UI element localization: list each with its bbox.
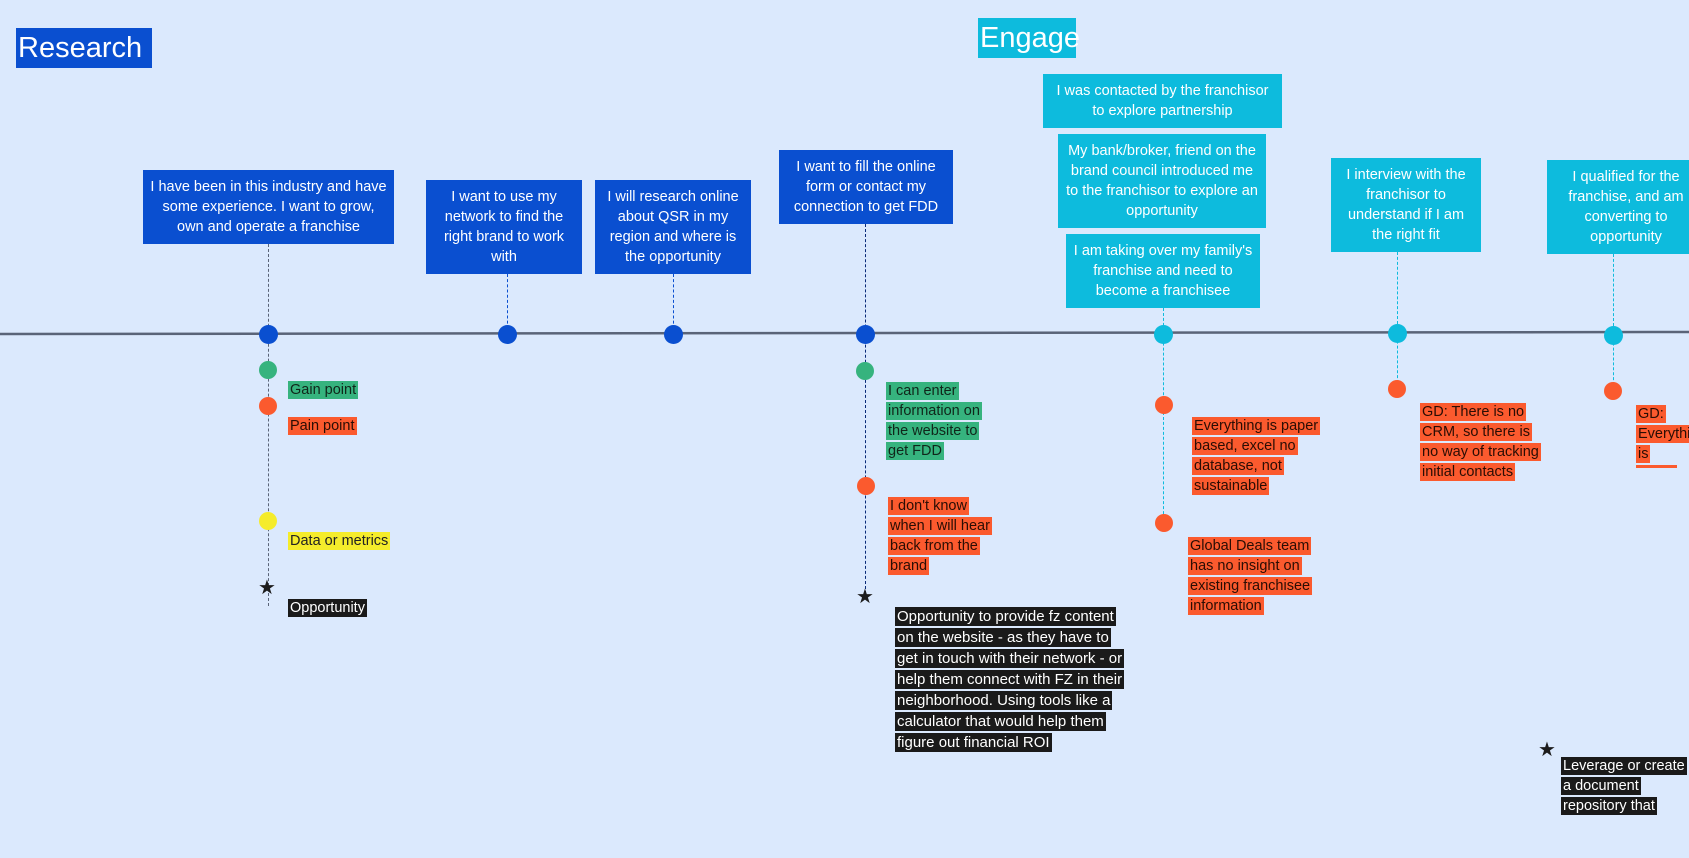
pain-point-dot: [1388, 380, 1406, 398]
note-fill-gain[interactable]: I can enter information on the website t…: [886, 361, 996, 461]
legend-pain-text: Pain point: [288, 417, 357, 435]
gain-point-dot: [259, 361, 277, 379]
legend-opportunity-text: Opportunity: [288, 599, 367, 617]
milestone-dot-engage[interactable]: [1154, 325, 1173, 344]
note-text: I can enter information on the website t…: [886, 382, 982, 460]
gain-point-dot: [856, 362, 874, 380]
card-industry-experience[interactable]: I have been in this industry and have so…: [143, 170, 394, 244]
star-icon: ★: [856, 586, 874, 608]
connector-engage: [1163, 308, 1164, 524]
milestone-dot-qualified[interactable]: [1604, 326, 1623, 345]
data-metrics-dot: [259, 512, 277, 530]
note-text: Everything is paper based, excel no data…: [1192, 417, 1321, 495]
legend-opportunity-label[interactable]: Opportunity: [288, 578, 367, 618]
note-text: Leverage or create a document repository…: [1561, 757, 1687, 816]
note-fill-opportunity[interactable]: Opportunity to provide fz content on the…: [895, 585, 1127, 753]
legend-pain-label[interactable]: Pain point: [288, 396, 357, 436]
note-engage-pain-1[interactable]: Everything is paper based, excel no data…: [1192, 396, 1322, 496]
card-text: My bank/broker, friend on the brand coun…: [1066, 143, 1258, 219]
note-engage-pain-2[interactable]: Global Deals team has no insight on exis…: [1188, 516, 1314, 616]
milestone-dot-research[interactable]: [664, 325, 683, 344]
connector-industry: [268, 244, 269, 606]
note-text: I don't know when I will hear back from …: [888, 497, 992, 575]
note-text: Global Deals team has no insight on exis…: [1188, 537, 1313, 615]
note-qualified-pain[interactable]: GD: Everything is paper based, excel no …: [1636, 384, 1689, 468]
note-interview-pain[interactable]: GD: There is no CRM, so there is no way …: [1420, 382, 1550, 482]
card-text: I have been in this industry and have so…: [150, 179, 387, 235]
frame-title-engage[interactable]: Engage: [978, 18, 1080, 58]
card-text: I want to use my network to find the rig…: [443, 189, 565, 265]
card-text: I qualified for the franchise, and am co…: [1568, 169, 1684, 245]
connector-interview: [1397, 252, 1398, 388]
pain-point-dot: [259, 397, 277, 415]
connector-qualified: [1613, 254, 1614, 390]
card-text: I was contacted by the franchisor to exp…: [1056, 83, 1269, 119]
note-text: GD: There is no CRM, so there is no way …: [1420, 403, 1541, 481]
milestone-dot-industry[interactable]: [259, 325, 278, 344]
pain-point-dot: [1604, 382, 1622, 400]
card-text: I interview with the franchisor to under…: [1346, 167, 1466, 243]
card-text: I am taking over my family's franchise a…: [1073, 243, 1253, 299]
milestone-dot-interview[interactable]: [1388, 324, 1407, 343]
star-icon: ★: [1538, 739, 1556, 761]
card-interview-franchisor[interactable]: I interview with the franchisor to under…: [1331, 158, 1481, 252]
note-fill-pain[interactable]: I don't know when I will hear back from …: [888, 476, 998, 576]
connector-network: [507, 274, 508, 334]
milestone-dot-fill-form[interactable]: [856, 325, 875, 344]
card-contacted-by-franchisor[interactable]: I was contacted by the franchisor to exp…: [1043, 74, 1282, 128]
card-qualified-franchise[interactable]: I qualified for the franchise, and am co…: [1547, 160, 1689, 254]
frame-title-research[interactable]: Research: [16, 28, 152, 68]
card-family-franchise[interactable]: I am taking over my family's franchise a…: [1066, 234, 1260, 308]
card-introduced-by-bank[interactable]: My bank/broker, friend on the brand coun…: [1058, 134, 1266, 228]
legend-data-label[interactable]: Data or metrics: [288, 511, 391, 551]
pain-point-dot: [1155, 396, 1173, 414]
connector-fill-form: [865, 224, 866, 594]
legend-data-text: Data or metrics: [288, 532, 391, 550]
card-text: I want to fill the online form or contac…: [793, 159, 939, 215]
legend-gain-text: Gain point: [288, 381, 359, 399]
milestone-dot-network[interactable]: [498, 325, 517, 344]
note-qualified-opportunity[interactable]: Leverage or create a document repository…: [1561, 736, 1689, 816]
connector-research: [673, 274, 674, 334]
pain-point-dot: [1155, 514, 1173, 532]
legend-gain-label[interactable]: Gain point: [288, 360, 359, 400]
star-icon: ★: [258, 577, 276, 599]
pain-point-dot: [857, 477, 875, 495]
card-fill-online-form[interactable]: I want to fill the online form or contac…: [779, 150, 953, 224]
card-research-online[interactable]: I will research online about QSR in my r…: [595, 180, 751, 274]
note-text: GD: Everything is paper based, excel no …: [1636, 405, 1689, 468]
note-text: Opportunity to provide fz content on the…: [895, 607, 1125, 752]
card-use-network[interactable]: I want to use my network to find the rig…: [426, 180, 582, 274]
card-text: I will research online about QSR in my r…: [607, 189, 739, 265]
